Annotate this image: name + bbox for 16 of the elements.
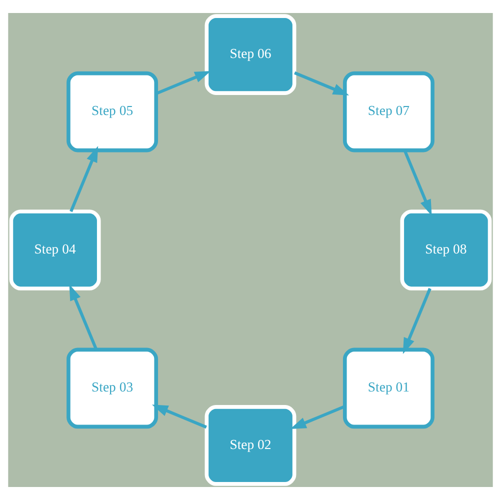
arrow: [69, 284, 98, 350]
arrow: [294, 71, 350, 96]
node-box: Step 01: [342, 348, 434, 429]
node-box: Step 06: [204, 14, 296, 95]
node-box: Step 08: [400, 210, 492, 290]
arrow: [290, 405, 346, 430]
arrow: [403, 150, 432, 216]
arrow: [402, 288, 432, 354]
arrow: [70, 146, 98, 212]
arrow: [156, 70, 211, 95]
node-box: Step 05: [66, 71, 158, 152]
arrow: [152, 404, 207, 429]
node-box: Step 02: [204, 405, 296, 486]
node-box: Step 07: [342, 71, 434, 152]
node-box: Step 03: [66, 348, 158, 429]
node-box: Step 04: [9, 210, 101, 290]
